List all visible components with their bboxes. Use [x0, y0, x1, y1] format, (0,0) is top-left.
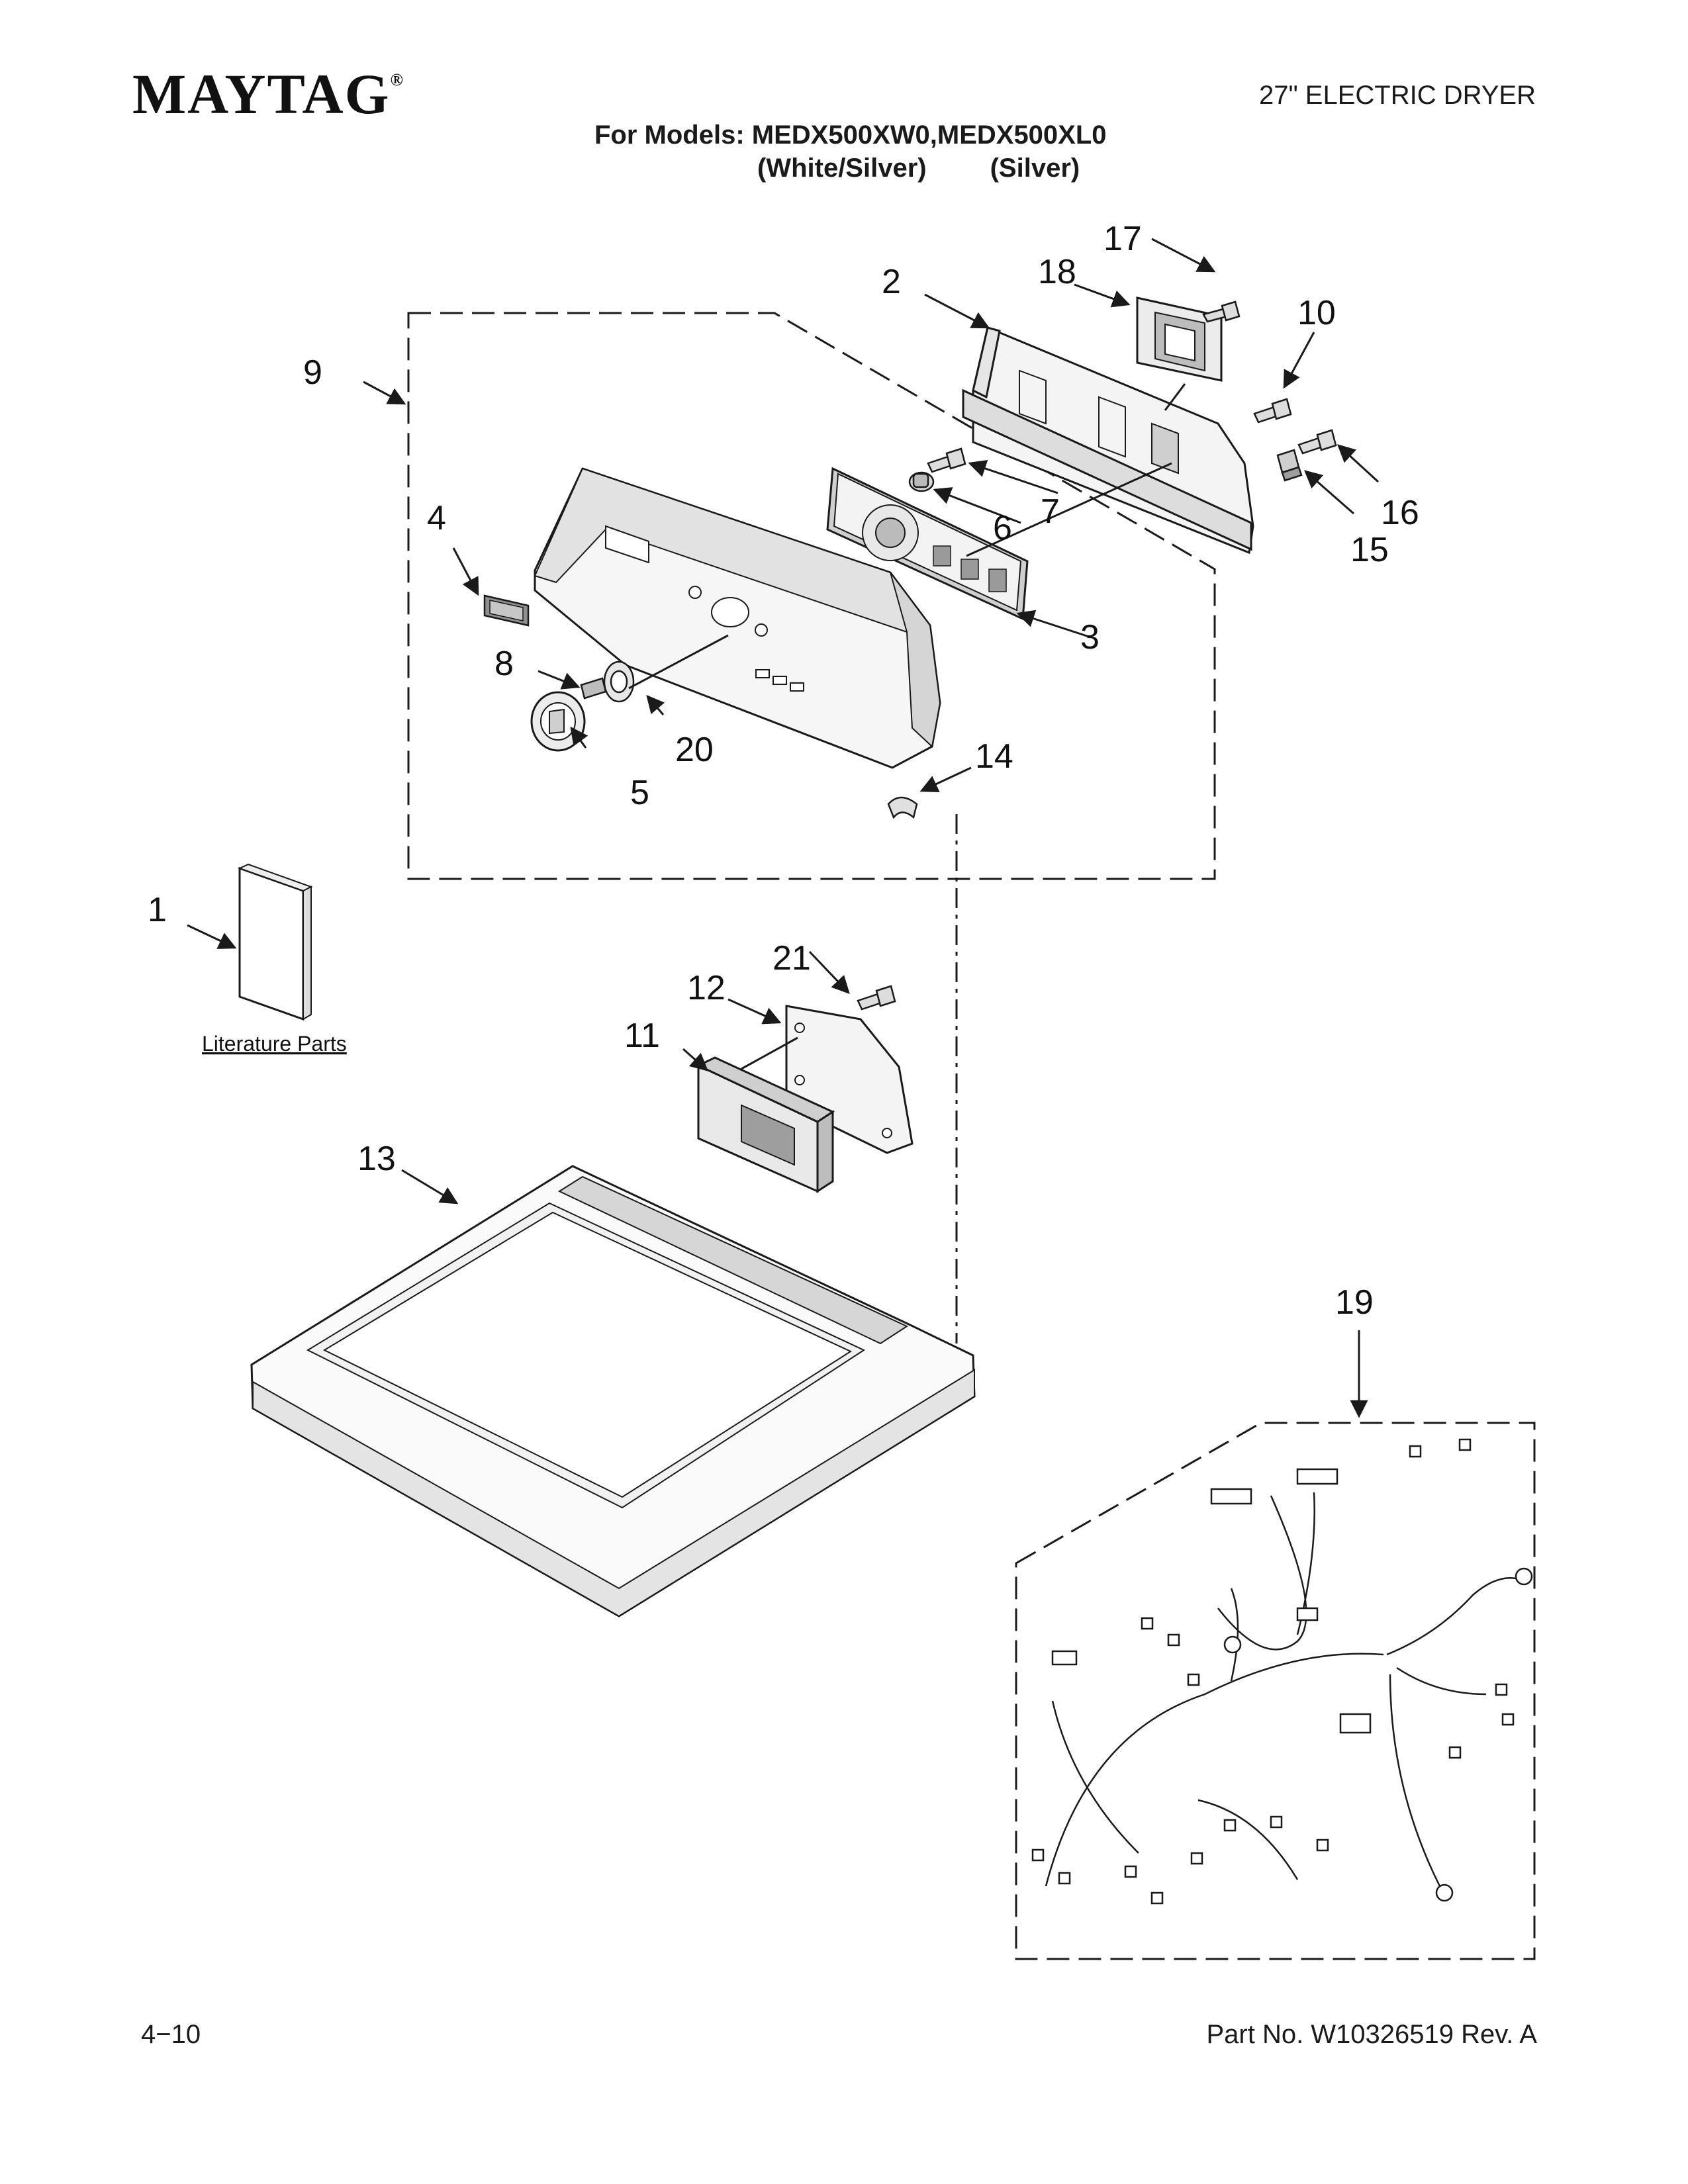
- product-title: 27" ELECTRIC DRYER: [1258, 81, 1536, 110]
- callout-12: 12: [687, 969, 726, 1007]
- callout-14: 14: [975, 737, 1013, 776]
- console-assembly-boundary: [407, 312, 1216, 880]
- callout-13: 13: [357, 1140, 396, 1178]
- screw-10: [1253, 398, 1292, 424]
- console-body: [534, 467, 941, 769]
- callout-10: 10: [1297, 294, 1336, 332]
- screw-7: [927, 447, 966, 473]
- part-number: Part No. W10326519 Rev. A: [1206, 2020, 1537, 2049]
- harness-connectors: [1031, 1438, 1533, 1905]
- leader-lines: [628, 383, 1186, 1070]
- models-line: For Models: MEDX500XW0,MEDX500XL0: [594, 120, 1107, 150]
- brand-logo: MAYTAG®: [132, 61, 404, 127]
- page-number: 4−10: [141, 2020, 201, 2049]
- callout-1: 1: [148, 891, 167, 929]
- top-panel: [250, 1165, 976, 1617]
- cable-clip: [887, 796, 918, 819]
- wire-harness-boundary: [1015, 1422, 1536, 1960]
- knob: [530, 691, 586, 752]
- callout-labels: 1 2 3 4 5 6 7 8 9 10 11 12 13 14 15 16 1…: [148, 220, 1419, 1322]
- callout-20: 20: [675, 731, 714, 769]
- callout-11: 11: [624, 1017, 660, 1055]
- variant-white-silver: (White/Silver): [757, 154, 927, 183]
- screw-16: [1297, 429, 1337, 455]
- user-interface-board: [826, 467, 1029, 621]
- callout-5: 5: [630, 774, 649, 812]
- clip-15: [1276, 449, 1303, 482]
- callout-4: 4: [427, 499, 446, 537]
- button-6: [908, 471, 935, 492]
- callout-16: 16: [1381, 494, 1419, 532]
- callout-21: 21: [773, 939, 811, 978]
- callout-8: 8: [494, 645, 514, 683]
- display-lens: [483, 594, 530, 627]
- callout-3: 3: [1080, 618, 1100, 657]
- callout-2: 2: [882, 263, 901, 301]
- registered-mark: ®: [390, 70, 404, 89]
- wire-harness: [1045, 1492, 1517, 1887]
- control-module: [696, 1056, 835, 1193]
- brand-name: MAYTAG: [132, 62, 391, 126]
- callout-19: 19: [1335, 1283, 1374, 1322]
- literature-booklet: [238, 863, 313, 1021]
- callout-18: 18: [1038, 253, 1076, 291]
- knob-shaft: [580, 677, 607, 700]
- model-variants: (White/Silver) (Silver): [757, 154, 1080, 183]
- variant-silver: (Silver): [990, 154, 1080, 183]
- callout-6: 6: [993, 509, 1012, 547]
- callout-17: 17: [1103, 220, 1142, 258]
- knob-bezel: [603, 660, 635, 703]
- literature-parts-label: Literature Parts: [202, 1032, 347, 1056]
- callout-15: 15: [1350, 531, 1389, 569]
- screw-21: [857, 985, 896, 1011]
- screw-17: [1202, 300, 1241, 323]
- leader-arrows: [187, 238, 1380, 1418]
- callout-9: 9: [303, 353, 322, 392]
- callout-7: 7: [1041, 492, 1060, 531]
- display-bracket: [1136, 296, 1223, 382]
- control-panel-bracket: [962, 326, 1254, 555]
